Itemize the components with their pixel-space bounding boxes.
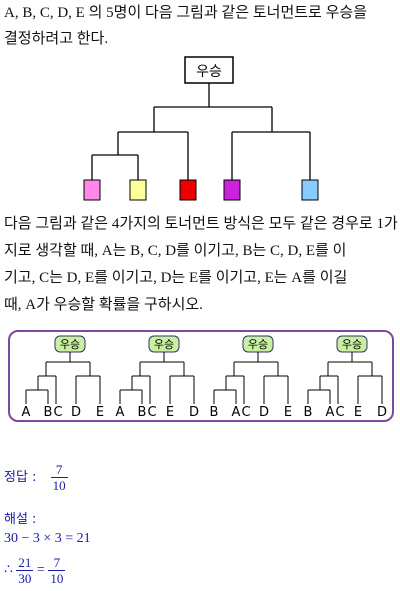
example-leaf: A <box>326 405 335 420</box>
example-champion-label: 우승 <box>248 338 268 351</box>
fraction-2-denominator: 10 <box>50 571 64 586</box>
example-leaf: E <box>96 405 104 420</box>
example-leaf: D <box>259 405 269 420</box>
solution-fraction-2: 7 10 <box>48 555 66 586</box>
answer-block: 정답 : 7 10 <box>4 462 68 493</box>
solution-fraction-1: 21 30 <box>16 555 34 586</box>
solution-label: 해설 : <box>4 512 37 527</box>
problem-line-4: 지로 생각할 때, A는 B, C, D를 이기고, B는 C, D, E를 이 <box>4 243 347 259</box>
example-leaf: D <box>189 405 199 420</box>
example-leaf: B <box>138 405 147 420</box>
main-tournament-diagram: 우승 <box>83 56 319 201</box>
example-leaf: B <box>304 405 313 420</box>
bracket-lines <box>91 83 311 180</box>
example-leaf: B <box>210 405 219 420</box>
slot-5 <box>301 179 319 201</box>
example-leaf: C <box>241 405 250 420</box>
slot-3 <box>179 179 197 201</box>
example-leaf: A <box>116 405 125 420</box>
tournament-examples-box: 우승 A B C D E 우승 <box>8 330 394 422</box>
example-tournament-2: 우승 A B C E D <box>116 335 199 420</box>
example-leaf: A <box>22 405 31 420</box>
therefore-symbol: ∴ <box>4 562 13 578</box>
example-leaf: D <box>71 405 81 420</box>
equals-sign: = <box>36 562 45 578</box>
example-leaf: C <box>53 405 62 420</box>
example-tournament-4: 우승 B A C E D <box>304 335 387 420</box>
slot-2 <box>129 179 147 201</box>
answer-label: 정답 : <box>4 470 37 485</box>
example-tournament-1: 우승 A B C D E <box>22 335 104 420</box>
solution-expression: 30 − 3 × 3 = 21 <box>4 531 91 546</box>
problem-line-2: 결정하려고 한다. <box>4 31 109 47</box>
champion-label: 우승 <box>196 64 222 80</box>
slot-1 <box>83 179 101 201</box>
slot-4 <box>223 179 241 201</box>
example-leaf: C <box>335 405 344 420</box>
example-champion-label: 우승 <box>154 338 174 351</box>
example-champion-label: 우승 <box>342 338 362 351</box>
example-leaf: E <box>354 405 362 420</box>
example-tournament-3: 우승 B A C D E <box>210 335 292 420</box>
fraction-1-numerator: 21 <box>16 555 34 571</box>
example-leaf: E <box>166 405 174 420</box>
problem-line-5: 기고, C는 D, E를 이기고, D는 E를 이기고, E는 A를 이길 <box>4 270 348 286</box>
example-champion-label: 우승 <box>60 338 80 351</box>
fraction-1-denominator: 30 <box>18 571 32 586</box>
example-leaf: B <box>44 405 53 420</box>
example-leaf: D <box>377 405 387 420</box>
example-leaf: C <box>147 405 156 420</box>
fraction-2-numerator: 7 <box>48 555 66 571</box>
answer-fraction: 7 10 <box>50 462 68 493</box>
problem-line-6: 때, A가 우승할 확률을 구하시오. <box>4 297 203 313</box>
answer-numerator: 7 <box>50 462 68 478</box>
example-leaf: E <box>284 405 292 420</box>
tournament-examples-diagram: 우승 A B C D E 우승 <box>22 335 387 420</box>
problem-line-1: A, B, C, D, E 의 5명이 다음 그림과 같은 토너먼트로 우승을 <box>4 5 367 21</box>
answer-denominator: 10 <box>52 478 66 493</box>
solution-conclusion: ∴ 21 30 = 7 10 <box>4 555 66 586</box>
example-leaf: A <box>232 405 241 420</box>
problem-line-3: 다음 그림과 같은 4가지의 토너먼트 방식은 모두 같은 경우로 1가 <box>4 216 398 232</box>
